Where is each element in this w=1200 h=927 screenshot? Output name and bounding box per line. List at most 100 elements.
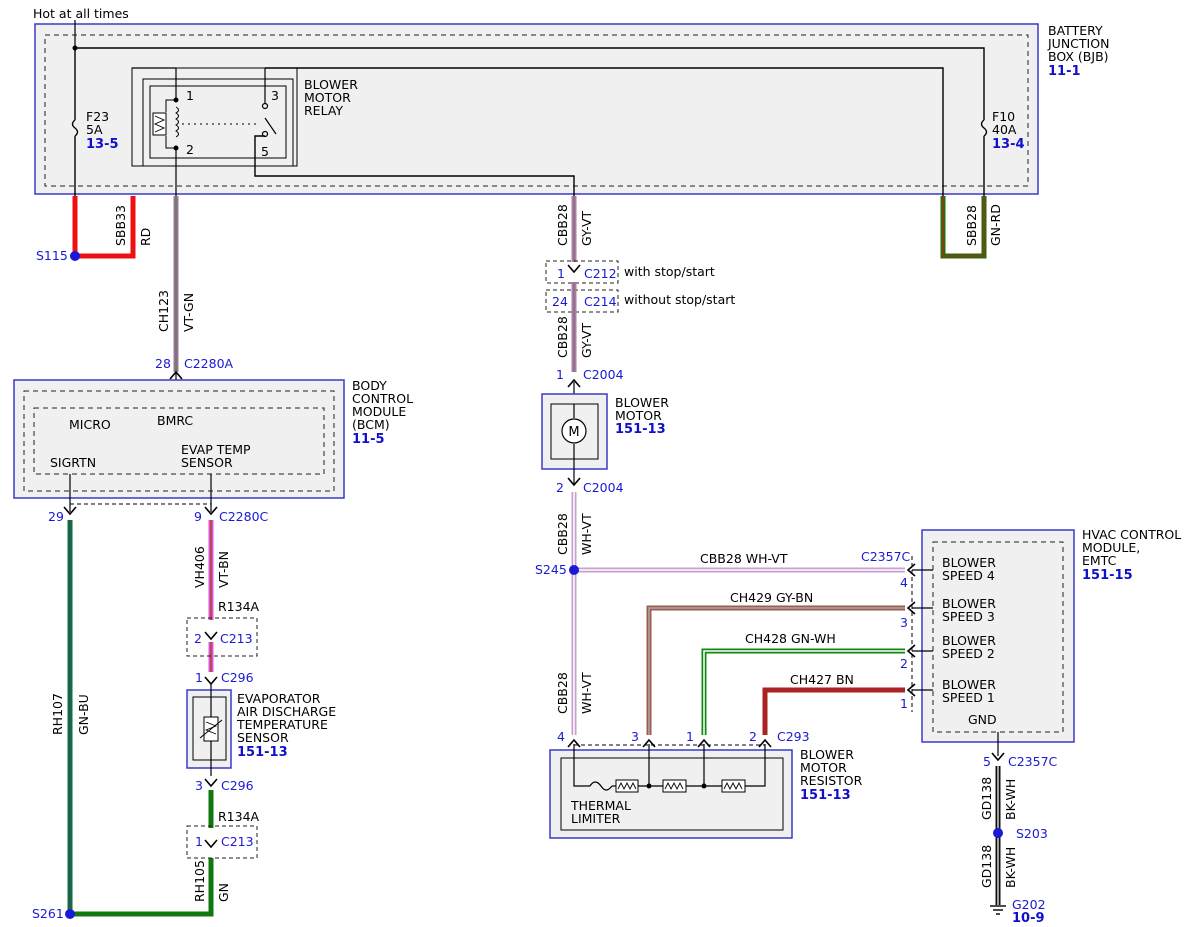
blower-motor-resistor [549,744,793,839]
relay-switch-icon [254,67,944,196]
hvac-speed4-pin: 4 [900,575,908,590]
wire-vh406-circuit: VH406 [192,546,207,588]
fuse-f10-ref[interactable]: 13-4 [992,137,1025,152]
wire-ch429 [646,605,905,735]
wire-cbb28-mid-circuit: CBB28 [555,316,570,358]
hvac-control-module [921,529,1075,743]
fuse-f10-rating: 40A [992,122,1017,137]
hvac-name-3: EMTC [1082,553,1117,568]
resistor-pin-2: 2 [749,729,757,744]
wire-ch123-circuit: CH123 [156,290,171,332]
wire-rh107-circuit: RH107 [50,693,65,735]
fuse-f10-icon [980,119,988,137]
relay-pin-5: 5 [261,144,269,159]
motor-symbol: M [568,425,579,440]
wire-rh107-color: GN-BU [76,694,91,735]
wire-cbb28-top-color: GY-VT [579,210,594,246]
conn-c213-top-pin: 2 [194,631,202,646]
blower-motor-name-1: BLOWER [615,395,669,410]
splice-s115-label: S115 [36,248,68,263]
bcm-ref[interactable]: 11-5 [352,432,385,447]
thermistor-icon [199,716,223,742]
conn-c2004-bot-pin: 2 [556,480,564,495]
hvac-name-1: HVAC CONTROL [1082,527,1181,542]
splice-s203 [993,828,1003,838]
splice-s261-label: S261 [32,906,64,921]
evap-ref[interactable]: 151-13 [237,745,288,760]
hvac-ref[interactable]: 151-15 [1082,568,1133,583]
hvac-speed2-line2: SPEED 2 [942,646,995,661]
motor-icon: M [561,418,587,444]
conn-c2280a-name: C2280A [184,356,234,371]
relay-name-1: BLOWER [304,77,358,92]
wire-ch123-color: VT-GN [181,293,196,332]
conn-c2357c-bot-name: C2357C [1008,754,1058,769]
bcm-name-4: (BCM) [352,417,390,432]
wire-sbb28 [940,196,987,259]
conn-c214-name: C214 [584,294,617,309]
wire-cbb28-mid-color: GY-VT [579,322,594,358]
conn-c2004-top-pin: 1 [556,367,564,382]
wire-vh406-color: VT-BN [216,551,231,588]
blower-motor-ref[interactable]: 151-13 [615,422,666,437]
bcm-sigrtn: SIGRTN [50,455,96,470]
conn-c2357c-bot-pin: 5 [983,754,991,769]
bcm-micro: MICRO [69,417,111,432]
bjb-ref[interactable]: 11-1 [1048,64,1081,79]
wire-rh107 [67,520,214,917]
resistor-name-1: BLOWER [800,747,854,762]
bjb-name-2: JUNCTION [1047,36,1109,51]
splice-s115 [70,251,80,261]
splice-s245-label: S245 [535,562,567,577]
splice-s245 [569,565,579,575]
conn-c214-note: without stop/start [624,292,735,307]
fuse-f23-rating: 5A [86,122,103,137]
resistor-connector: C293 [777,729,810,744]
fuse-f23-ref[interactable]: 13-5 [86,137,119,152]
bcm-evap-1: EVAP TEMP [181,442,251,457]
wire-sbb33-color: RD [138,228,153,246]
relay-coil-icon [152,99,179,149]
conn-c213-bot-name: C213 [221,834,254,849]
bjb-name-1: BATTERY [1048,23,1103,38]
relay-name-2: MOTOR [304,90,351,105]
resistor-ref[interactable]: 151-13 [800,788,851,803]
hot-at-all-times-label: Hot at all times [33,6,129,21]
wire-sbb28-circuit: SBB28 [964,205,979,246]
wire-cbb28-res-color: WH-VT [579,672,594,714]
wire-cbb28-horiz-label: CBB28 WH-VT [700,551,788,566]
wire-cbb28-low-color: WH-VT [579,513,594,555]
conn-c212-pin: 1 [557,266,565,281]
thermal-limiter-icon [589,781,613,791]
wire-sbb28-color: GN-RD [988,204,1003,246]
bcm-evap-2: SENSOR [181,455,233,470]
relay-pin-2: 2 [186,142,194,157]
wire-rh105-color: GN [216,883,231,902]
wire-gd138-a-color: BK-WH [1003,779,1018,820]
hvac-gnd: GND [968,712,997,727]
wire-cbb28-res-circuit: CBB28 [555,672,570,714]
bcm-name-1: BODY [352,378,387,393]
relay-pin-1: 1 [186,88,194,103]
bcm-bmrc: BMRC [157,413,193,428]
wire-ch427 [762,687,905,735]
relay-name-3: RELAY [304,103,343,118]
conn-c214-pin: 24 [552,294,568,309]
fuse-f23-icon [71,119,79,137]
conn-c212-note: with stop/start [624,264,715,279]
conn-c296-top-name: C296 [221,670,254,685]
bcm-name-3: MODULE [352,404,406,419]
bcm-name-2: CONTROL [352,391,413,406]
ground-g202-ref[interactable]: 10-9 [1012,911,1045,926]
evap-name-2: AIR DISCHARGE [237,704,336,719]
wire-ch428-label: CH428 GN-WH [745,631,836,646]
fuse-f10-name: F10 [992,109,1015,124]
conn-c296-bot-pin: 3 [195,778,203,793]
resistor-name-2: MOTOR [800,760,847,775]
conn-c2280c-pin29: 29 [48,509,64,524]
wire-cbb28-low [571,492,905,735]
r134a-bot-label: R134A [218,809,260,824]
resistor-element-icon [615,779,746,793]
conn-c2280a-pin: 28 [155,356,171,371]
